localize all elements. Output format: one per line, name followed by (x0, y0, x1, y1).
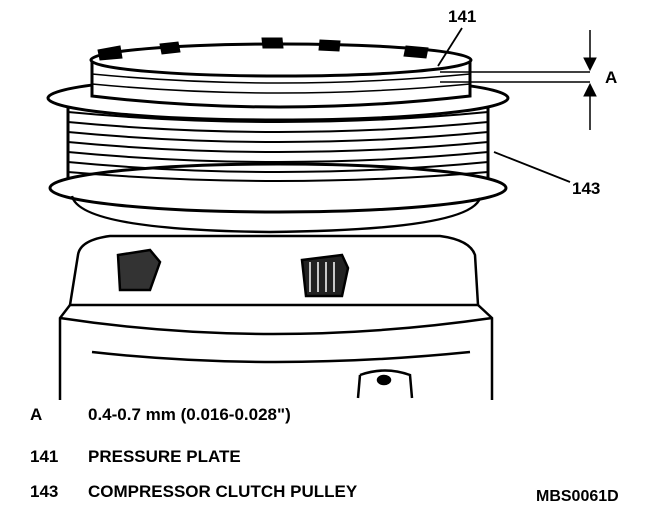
compressor-body (58, 234, 494, 400)
callout-141: 141 (448, 7, 476, 26)
callout-143: 143 (572, 179, 600, 198)
leader-line-141 (437, 27, 463, 67)
gap-dimension (440, 30, 597, 130)
leader-line-143 (493, 151, 571, 183)
callout-a: A (605, 68, 617, 87)
pressure-plate (89, 37, 473, 109)
